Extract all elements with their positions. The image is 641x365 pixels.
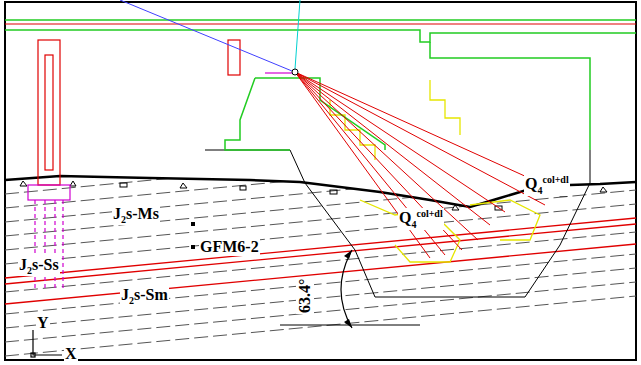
bedding-lines [5,120,636,356]
angle-label: 63.4° [296,278,314,314]
subscript: 4 [537,185,542,196]
excavation-outline [290,150,590,297]
gravel-symbols [20,181,607,210]
axis-label: Y [36,314,50,332]
pile [28,73,292,290]
survey-point [292,69,298,75]
stratum-label: Q4col+dl [398,208,444,230]
symbol-rest: s-Ms [126,205,159,222]
symbol-letter: J [121,286,129,303]
symbol-letter: J [113,205,121,222]
subscript: 2 [129,295,134,306]
arrowhead [344,319,352,328]
symbol-rest: s-Ss [32,256,59,273]
arrowhead [344,250,352,259]
pier [38,40,240,185]
sight-line [120,0,292,71]
axis-label: X [64,345,78,363]
subscript: 2 [27,265,32,276]
subscript: 2 [121,214,126,225]
anchor-rays [295,72,560,258]
symbol-letter: J [19,256,27,273]
deck-line [5,24,636,25]
subscript: 4 [411,219,416,230]
axis-marker [31,330,62,357]
stratum-label: J2s-Ms [112,205,160,225]
symbol-rest: s-Sm [134,286,168,303]
frame [5,2,636,360]
stratum-boundary [5,218,636,304]
sight-line [295,0,300,69]
superscript: col+dl [416,208,442,219]
stratum-label: J2s-Ss [18,256,60,276]
stratum-label: GFM6-2 [199,238,260,256]
borehole-dot [191,222,195,226]
stratum-label: J2s-Sm [120,286,169,306]
stratum-label: Q4col+dl [524,174,570,196]
borehole-dot [191,245,195,249]
angle-arc [341,250,352,328]
superscript: col+dl [542,174,568,185]
symbol-letter: Q [399,209,411,226]
symbol-letter: Q [525,175,537,192]
